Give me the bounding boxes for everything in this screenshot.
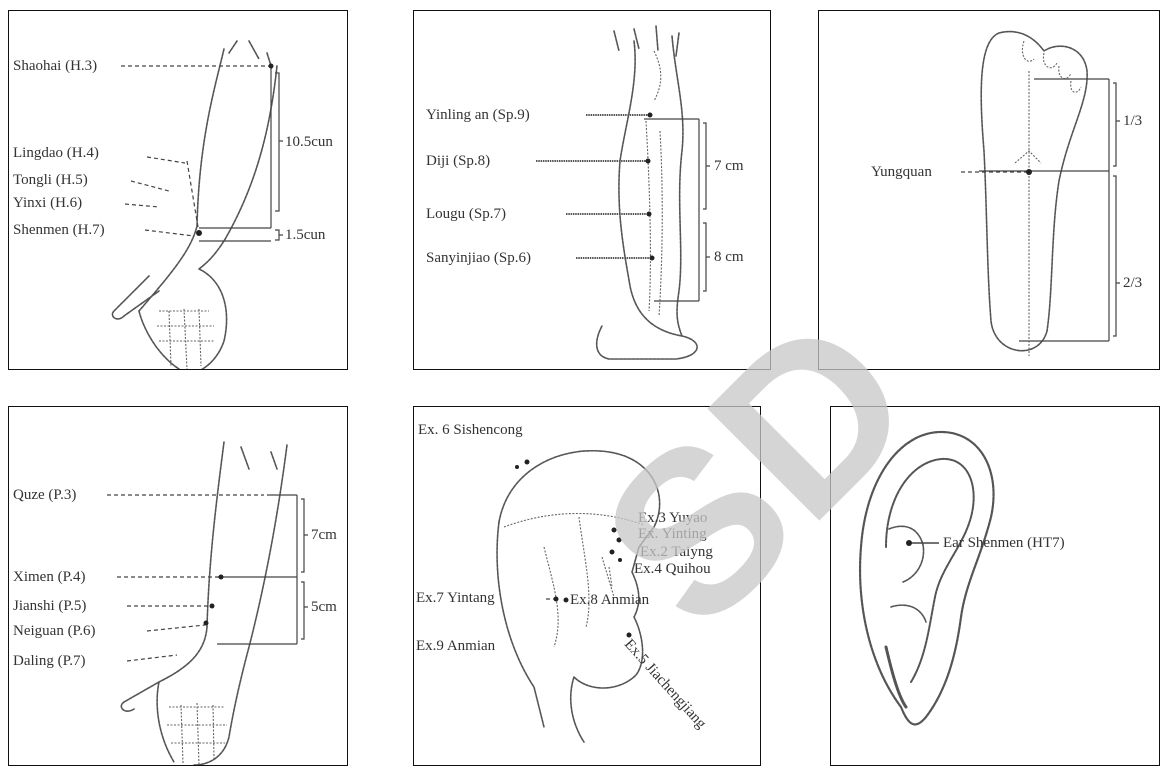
label-daling-p7: Daling (P.7) xyxy=(13,654,86,669)
label-yinxi-h6: Yinxi (H.6) xyxy=(13,196,82,211)
label-quze-p3: Quze (P.3) xyxy=(13,488,76,503)
label-tongli-h5: Tongli (H.5) xyxy=(13,173,88,188)
label-jianshi-p5: Jianshi (P.5) xyxy=(13,599,86,614)
label-sanyinjiao-sp6: Sanyinjiao (Sp.6) xyxy=(426,251,531,266)
measure-7cm-p: 7cm xyxy=(311,528,337,543)
label-shaohai-h3: Shaohai (H.3) xyxy=(13,59,97,74)
panel-kidney-foot: Yungquan 1/3 2/3 xyxy=(818,10,1160,370)
label-yungquan: Yungquan xyxy=(871,165,932,180)
label-ear-shenmen-ht7: Ear Shenmen (HT7) xyxy=(943,536,1065,551)
measure-5cm-p: 5cm xyxy=(311,600,337,615)
label-ex2-taiyng: Ex.2 Taiyng xyxy=(640,545,713,560)
measure-two-thirds: 2/3 xyxy=(1123,276,1142,291)
label-diji-sp8: Diji (Sp.8) xyxy=(426,154,490,169)
label-ex6-sishencong: Ex. 6 Sishencong xyxy=(418,423,523,438)
measure-7cm: 7 cm xyxy=(714,159,744,174)
panel-heart-meridian: Shaohai (H.3) Lingdao (H.4) Tongli (H.5)… xyxy=(8,10,348,370)
label-neiguan-p6: Neiguan (P.6) xyxy=(13,624,96,639)
label-ex3-yuyao: Ex.3 Yuyao xyxy=(638,511,707,526)
panel-ear-shenmen: Ear Shenmen (HT7) xyxy=(830,406,1160,766)
measure-10-5cun: 10.5cun xyxy=(285,135,333,150)
label-ximen-p4: Ximen (P.4) xyxy=(13,570,86,585)
label-lingdao-h4: Lingdao (H.4) xyxy=(13,146,99,161)
measure-one-third: 1/3 xyxy=(1123,114,1142,129)
head-illustration xyxy=(414,407,761,766)
label-ex9-anmian: Ex.9 Anmian xyxy=(416,639,495,654)
label-ex7-yintang: Ex.7 Yintang xyxy=(416,591,495,606)
leg-illustration xyxy=(414,11,771,370)
foot-sole-illustration xyxy=(819,11,1160,370)
panel-head-extra-points: Ex. 6 Sishencong Ex.3 Yuyao Ex. Yinting … xyxy=(413,406,761,766)
forearm-illustration-pericardium xyxy=(9,407,348,766)
label-lougu-sp7: Lougu (Sp.7) xyxy=(426,207,506,222)
label-yinlingquan-sp9: Yinling an (Sp.9) xyxy=(426,108,530,123)
label-ex4-quihou: Ex.4 Quihou xyxy=(634,562,711,577)
measure-8cm: 8 cm xyxy=(714,250,744,265)
label-shenmen-h7: Shenmen (H.7) xyxy=(13,223,105,238)
panel-pericardium-meridian: Quze (P.3) Ximen (P.4) Jianshi (P.5) Nei… xyxy=(8,406,348,766)
label-ex8-anmian: Ex.8 Anmian xyxy=(570,593,649,608)
label-ex-yinting: Ex. Yinting xyxy=(638,527,707,542)
panel-spleen-meridian: Yinling an (Sp.9) Diji (Sp.8) Lougu (Sp.… xyxy=(413,10,771,370)
ear-illustration xyxy=(831,407,1160,766)
measure-1-5cun: 1.5cun xyxy=(285,228,325,243)
